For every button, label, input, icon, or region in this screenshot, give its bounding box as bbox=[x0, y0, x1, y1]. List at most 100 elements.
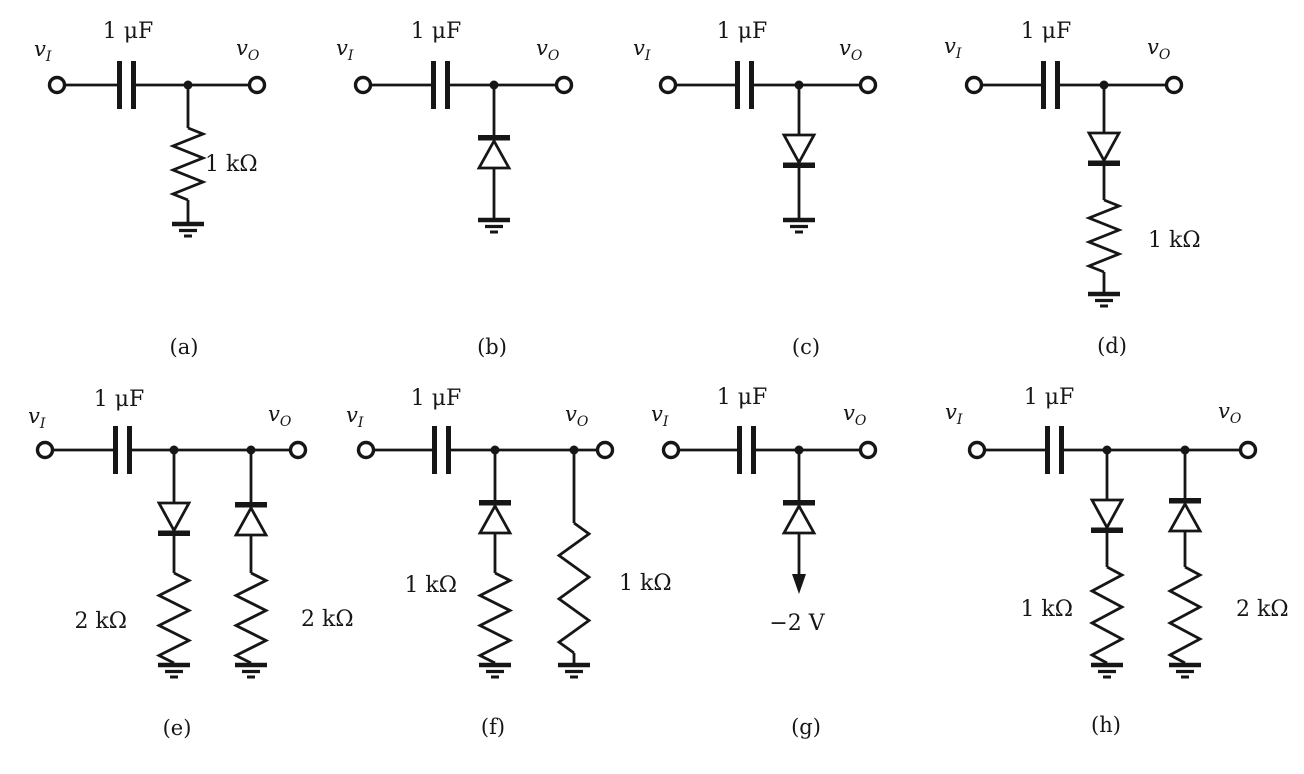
vin-label: vI bbox=[651, 402, 669, 430]
vout-label: vO bbox=[1147, 35, 1171, 63]
vout-label-subscript: O bbox=[1230, 411, 1242, 427]
ground-symbol bbox=[172, 221, 204, 238]
resistor bbox=[169, 126, 207, 202]
resistor bbox=[1167, 565, 1203, 665]
vout-label-base: v bbox=[839, 36, 851, 60]
diode-down bbox=[156, 501, 192, 536]
vin-label: vI bbox=[633, 36, 651, 64]
output-terminal bbox=[1164, 75, 1184, 95]
resistor-value-label: 1 kΩ bbox=[619, 571, 672, 596]
vin-label: vI bbox=[945, 400, 963, 428]
input-terminal bbox=[47, 75, 67, 95]
vout-label: vO bbox=[236, 36, 260, 64]
vout-label-base: v bbox=[236, 36, 248, 60]
output-terminal bbox=[554, 75, 574, 95]
vout-label: vO bbox=[565, 402, 589, 430]
diode-down bbox=[1089, 498, 1125, 533]
capacitor-value-label: 1 μF bbox=[94, 387, 145, 412]
capacitor bbox=[735, 61, 754, 109]
vin-label: vI bbox=[336, 36, 354, 64]
vin-label-base: v bbox=[336, 36, 348, 60]
diode-up bbox=[233, 502, 269, 537]
ground-symbol bbox=[558, 662, 590, 679]
resistor bbox=[232, 571, 270, 665]
ground-symbol bbox=[1091, 662, 1123, 679]
vout-label-base: v bbox=[268, 402, 280, 426]
capacitor-value-label: 1 μF bbox=[717, 19, 768, 44]
vout-label-base: v bbox=[536, 36, 548, 60]
vin-label-subscript: I bbox=[39, 416, 46, 432]
resistor-value-label: 1 kΩ bbox=[205, 152, 258, 177]
vout-label: vO bbox=[839, 36, 863, 64]
vin-label: vI bbox=[944, 34, 962, 62]
vin-label-subscript: I bbox=[956, 412, 963, 428]
vin-label-subscript: I bbox=[45, 49, 52, 65]
input-terminal bbox=[35, 440, 55, 460]
vout-label-base: v bbox=[565, 402, 577, 426]
capacitor bbox=[113, 426, 132, 474]
vout-label-subscript: O bbox=[280, 414, 292, 430]
capacitor bbox=[1041, 61, 1060, 109]
vout-label-base: v bbox=[1147, 35, 1159, 59]
vin-label: vI bbox=[34, 37, 52, 65]
vin-label-base: v bbox=[945, 400, 957, 424]
vin-label-base: v bbox=[633, 36, 645, 60]
resistor-value-label: 2 kΩ bbox=[1236, 597, 1289, 622]
vout-label: vO bbox=[536, 36, 560, 64]
vin-label-base: v bbox=[944, 34, 956, 58]
vout-label-subscript: O bbox=[851, 48, 863, 64]
ground-symbol bbox=[783, 217, 815, 234]
resistor-value-label: 2 kΩ bbox=[74, 609, 127, 634]
resistor bbox=[1085, 198, 1123, 274]
output-terminal bbox=[247, 75, 267, 95]
vin-label-base: v bbox=[651, 402, 663, 426]
vin-label-subscript: I bbox=[644, 48, 651, 64]
circuit-caption: (a) bbox=[170, 335, 199, 359]
output-terminal bbox=[595, 440, 615, 460]
input-terminal bbox=[964, 75, 984, 95]
capacitor-value-label: 1 μF bbox=[103, 19, 154, 44]
circuit-caption: (e) bbox=[163, 716, 192, 740]
input-terminal bbox=[356, 440, 376, 460]
ground-symbol bbox=[158, 662, 190, 679]
output-terminal bbox=[288, 440, 308, 460]
vout-label-base: v bbox=[1218, 399, 1230, 423]
capacitor-value-label: 1 μF bbox=[411, 386, 462, 411]
resistor bbox=[556, 521, 592, 655]
diode-up bbox=[476, 135, 512, 170]
ground-symbol bbox=[1088, 291, 1120, 308]
diode-down bbox=[781, 133, 817, 168]
diode-up bbox=[477, 500, 513, 535]
capacitor bbox=[432, 426, 451, 474]
circuit-caption: (d) bbox=[1097, 334, 1127, 358]
vin-label: vI bbox=[28, 404, 46, 432]
vin-label-subscript: I bbox=[955, 46, 962, 62]
capacitor bbox=[1045, 426, 1064, 474]
input-terminal bbox=[661, 440, 681, 460]
input-terminal bbox=[353, 75, 373, 95]
ground-symbol bbox=[235, 662, 267, 679]
diode-down bbox=[1086, 131, 1122, 166]
vin-label-base: v bbox=[28, 404, 40, 428]
ground-symbol bbox=[478, 217, 510, 234]
input-terminal bbox=[658, 75, 678, 95]
resistor bbox=[1089, 565, 1125, 665]
capacitor bbox=[431, 61, 450, 109]
output-terminal bbox=[858, 440, 878, 460]
capacitor-value-label: 1 μF bbox=[1021, 19, 1072, 44]
capacitor-value-label: 1 μF bbox=[1024, 385, 1075, 410]
vout-label: vO bbox=[843, 401, 867, 429]
capacitor-value-label: 1 μF bbox=[411, 19, 462, 44]
vout-label-subscript: O bbox=[248, 48, 260, 64]
vout-label-subscript: O bbox=[577, 414, 589, 430]
circuit-caption: (g) bbox=[791, 715, 821, 739]
capacitor bbox=[117, 61, 136, 109]
vin-label: vI bbox=[346, 403, 364, 431]
output-terminal bbox=[1238, 440, 1258, 460]
